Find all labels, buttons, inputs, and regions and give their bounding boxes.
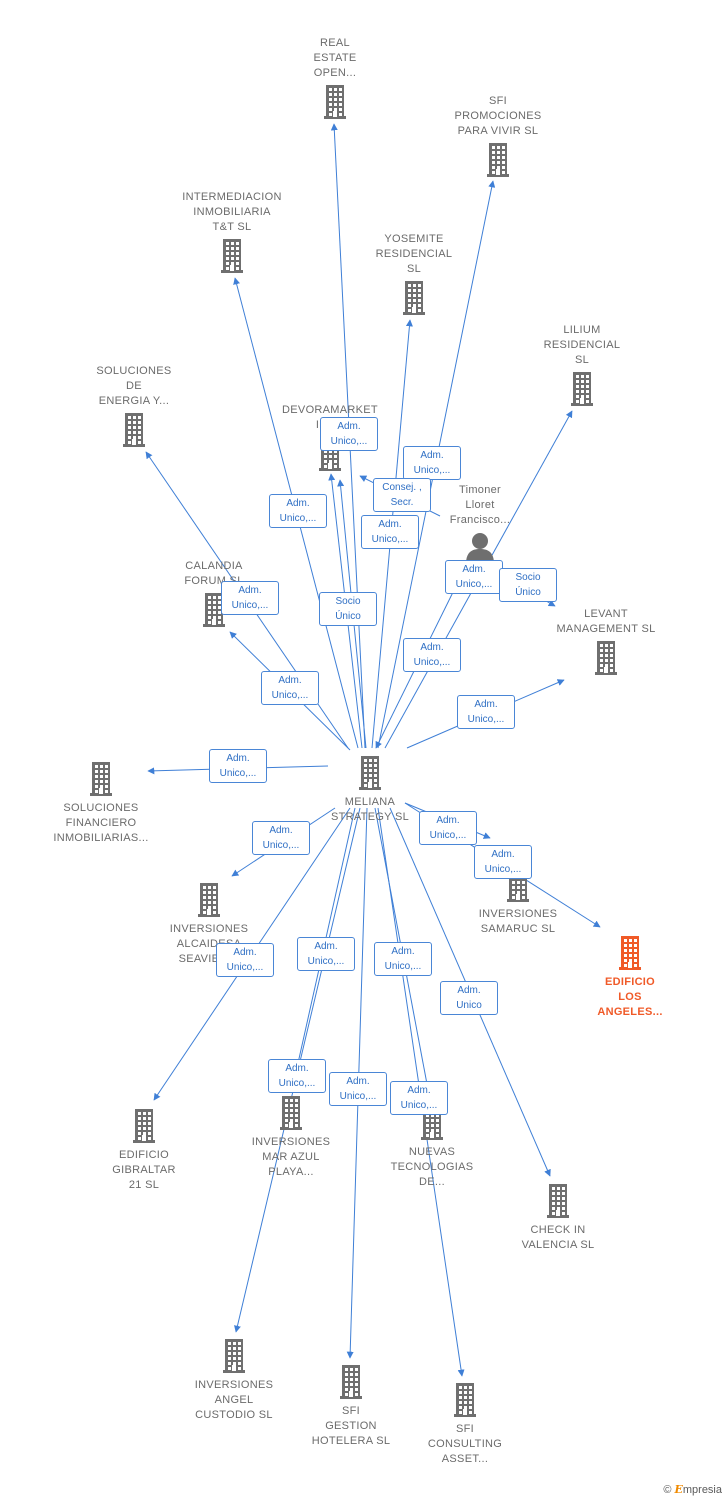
relation-label-sfi_consulting[interactable]: Adm. Unico,... — [390, 1081, 448, 1115]
building-icon — [198, 883, 220, 917]
building-icon — [547, 1184, 569, 1223]
building-icon — [280, 1096, 302, 1130]
relation-label-devoramarket[interactable]: Socio Único — [319, 592, 377, 626]
node-label: EDIFICIO LOS ANGELES... — [597, 976, 663, 1018]
relation-label-intermediacion[interactable]: Adm. Unico,... — [269, 494, 327, 528]
building-icon — [133, 1109, 155, 1143]
brand-initial: E — [674, 1483, 683, 1496]
relation-label-meliana[interactable]: Adm. Unico,... — [445, 560, 503, 594]
building-icon — [133, 1109, 155, 1148]
building-icon — [595, 641, 617, 675]
node-label: YOSEMITE RESIDENCIAL SL — [375, 233, 453, 275]
building-icon — [487, 143, 509, 177]
building-icon — [487, 143, 509, 182]
relation-label-inversiones_samaruc[interactable]: Adm. Unico,... — [419, 811, 477, 845]
node-label: SFI PROMOCIONES PARA VIVIR SL — [454, 95, 542, 137]
relation-label-calandia[interactable]: Adm. Unico,... — [261, 671, 319, 705]
building-icon — [403, 281, 425, 320]
building-icon — [359, 756, 381, 790]
relation-label-edificio_gibraltar[interactable]: Adm. Unico,... — [216, 943, 274, 977]
building-icon — [123, 413, 145, 447]
node-label: SFI GESTION HOTELERA SL — [311, 1405, 391, 1447]
building-icon — [403, 281, 425, 315]
copyright-symbol: © — [663, 1484, 672, 1496]
building-icon — [223, 1339, 245, 1373]
building-icon — [203, 593, 225, 632]
relation-label-lilium[interactable]: Adm. Unico,... — [403, 638, 461, 672]
relation-label-soluciones_financiero[interactable]: Adm. Unico,... — [209, 749, 267, 783]
relation-label-inversiones_mar_azul[interactable]: Adm. Unico,... — [297, 937, 355, 971]
building-icon — [223, 1339, 245, 1378]
building-icon — [90, 762, 112, 801]
building-icon — [340, 1365, 362, 1404]
building-icon — [324, 85, 346, 124]
node-label: SOLUCIONES DE ENERGIA Y... — [96, 365, 172, 407]
building-icon — [547, 1184, 569, 1218]
relation-label-soluciones_energia[interactable]: Adm. Unico,... — [221, 581, 279, 615]
node-label: REAL ESTATE OPEN... — [313, 37, 357, 79]
relation-label-yosemite[interactable]: Adm. Unico,... — [361, 515, 419, 549]
node-label: CHECK IN VALENCIA SL — [521, 1224, 595, 1251]
node-label: MELIANA STRATEGY SL — [330, 796, 410, 823]
building-icon — [359, 756, 381, 795]
building-icon — [90, 762, 112, 796]
building-icon — [454, 1383, 476, 1422]
building-icon — [203, 593, 225, 627]
node-label: INVERSIONES SAMARUC SL — [478, 908, 558, 935]
node-label: INTERMEDIACION INMOBILIARIA T&T SL — [182, 191, 282, 233]
building-icon — [595, 641, 617, 680]
building-icon — [571, 372, 593, 406]
building-icon — [221, 239, 243, 273]
node-label: LEVANT MANAGEMENT SL — [556, 608, 656, 635]
building-icon — [324, 85, 346, 119]
relation-label-inversiones_alcaidesa[interactable]: Adm. Unico,... — [252, 821, 310, 855]
relation-label-devoramarket[interactable]: Adm. Unico,... — [320, 417, 378, 451]
building-icon — [619, 936, 641, 975]
node-label: INVERSIONES ANGEL CUSTODIO SL — [194, 1379, 274, 1421]
node-label: SOLUCIONES FINANCIERO INMOBILIARIAS... — [53, 802, 149, 844]
node-label: EDIFICIO GIBRALTAR 21 SL — [112, 1149, 176, 1191]
relation-label-edificio_los_angeles[interactable]: Adm. Unico,... — [474, 845, 532, 879]
relation-label-inversiones_angel[interactable]: Adm. Unico,... — [268, 1059, 326, 1093]
building-icon — [454, 1383, 476, 1417]
brand-name: mpresia — [682, 1484, 722, 1496]
relation-label-levant[interactable]: Socio Único — [499, 568, 557, 602]
building-icon — [280, 1096, 302, 1135]
relation-label-levant[interactable]: Adm. Unico,... — [457, 695, 515, 729]
building-icon — [123, 413, 145, 452]
empresia-credit[interactable]: © Empresia — [663, 1483, 722, 1496]
building-icon — [221, 239, 243, 278]
node-label: SFI CONSULTING ASSET... — [427, 1423, 503, 1465]
building-icon — [198, 883, 220, 922]
building-icon — [619, 936, 641, 970]
relation-label-devoramarket[interactable]: Consej. , Secr. — [373, 478, 431, 512]
relation-label-sfi_promociones[interactable]: Adm. Unico,... — [403, 446, 461, 480]
relation-label-check_in[interactable]: Adm. Unico — [440, 981, 498, 1015]
node-label: INVERSIONES MAR AZUL PLAYA... — [251, 1136, 331, 1178]
building-icon — [340, 1365, 362, 1399]
node-label: Timoner Lloret Francisco... — [449, 484, 511, 526]
relation-label-nuevas_tecnologias[interactable]: Adm. Unico,... — [374, 942, 432, 976]
building-icon — [571, 372, 593, 411]
node-label: NUEVAS TECNOLOGIAS DE... — [390, 1146, 474, 1188]
node-label: LILIUM RESIDENCIAL SL — [543, 324, 621, 366]
relation-label-sfi_gestion[interactable]: Adm. Unico,... — [329, 1072, 387, 1106]
